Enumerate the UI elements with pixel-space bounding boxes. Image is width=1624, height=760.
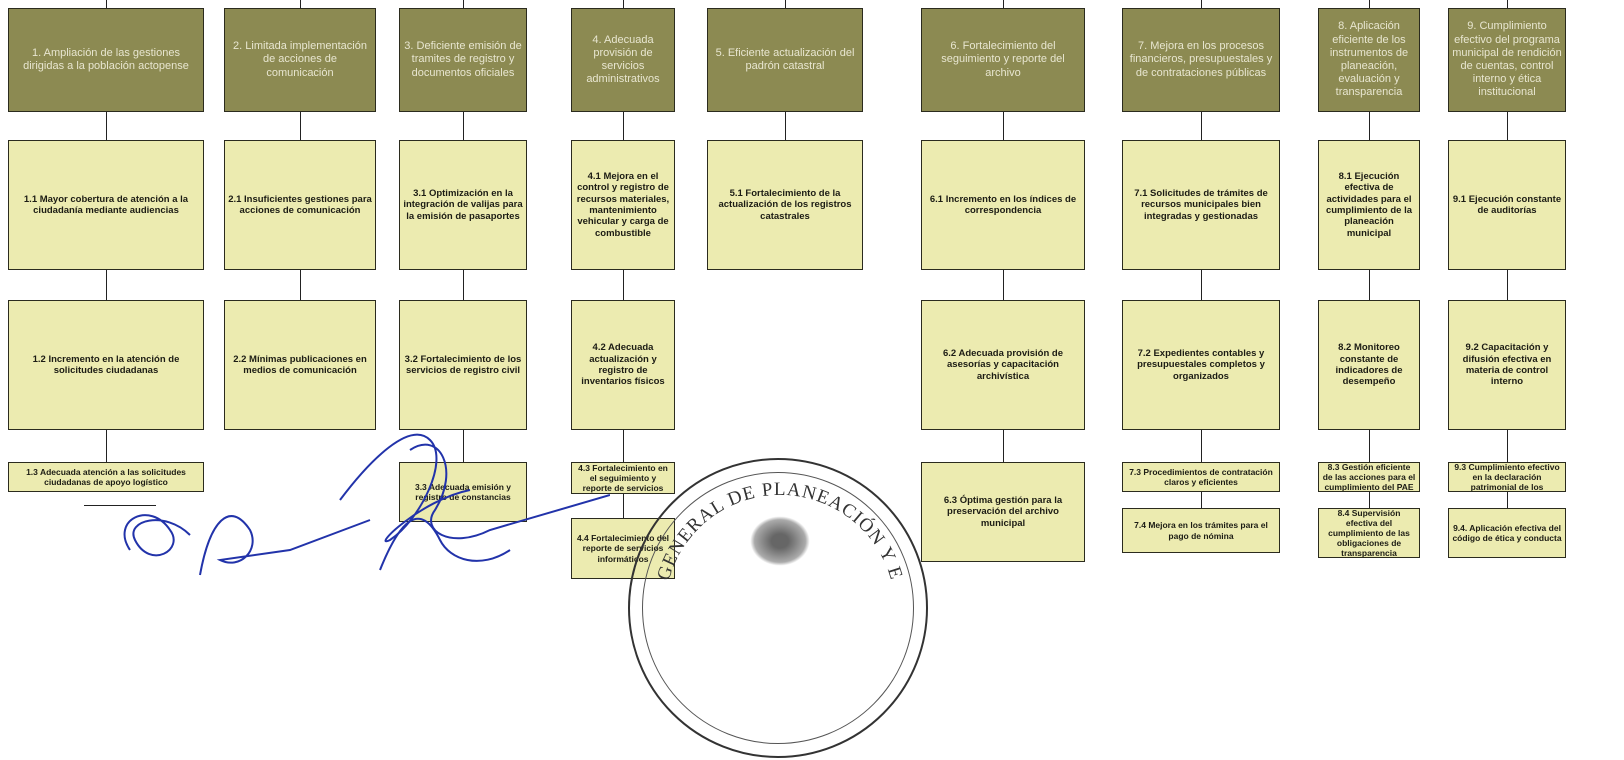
action-box-3-2: 3.2 Fortalecimiento de los servicios de …: [399, 300, 527, 430]
goal-box-5: 5. Eficiente actualización del padrón ca…: [707, 8, 863, 112]
connector-line: [1369, 270, 1370, 300]
goal-box-7: 7. Mejora en los procesos financieros, p…: [1122, 8, 1280, 112]
seal-text-ring: GENERAL DE PLANEACIÓN Y E: [653, 479, 907, 583]
connector-line: [463, 0, 464, 8]
goal-box-1: 1. Ampliación de las gestiones dirigidas…: [8, 8, 204, 112]
connector-line: [785, 0, 786, 8]
connector-line: [1507, 430, 1508, 462]
goal-box-8: 8. Aplicación eficiente de los instrumen…: [1318, 8, 1420, 112]
action-box-8-3: 8.3 Gestión eficiente de las acciones pa…: [1318, 462, 1420, 492]
connector-line: [1507, 270, 1508, 300]
connector-line: [106, 0, 107, 8]
action-box-5-1: 5.1 Fortalecimiento de la actualización …: [707, 140, 863, 270]
action-box-4-2: 4.2 Adecuada actualización y registro de…: [571, 300, 675, 430]
connector-line: [1201, 492, 1202, 508]
connector-line: [1201, 430, 1202, 462]
connector-line: [1369, 112, 1370, 140]
action-box-9-4: 9.4. Aplicación efectiva del código de é…: [1448, 508, 1566, 558]
connector-line: [1507, 0, 1508, 8]
action-box-6-1: 6.1 Incremento en los índices de corresp…: [921, 140, 1085, 270]
connector-line: [463, 270, 464, 300]
connector-line: [300, 0, 301, 8]
connector-line: [1507, 112, 1508, 140]
connector-line: [623, 430, 624, 462]
connector-line: [300, 112, 301, 140]
action-box-9-3: 9.3 Cumplimiento efectivo en la declarac…: [1448, 462, 1566, 492]
action-box-2-1: 2.1 Insuficientes gestiones para accione…: [224, 140, 376, 270]
objective-tree-diagram: 1. Ampliación de las gestiones dirigidas…: [8, 0, 1566, 579]
action-box-9-1: 9.1 Ejecución constante de auditorías: [1448, 140, 1566, 270]
connector-line: [1201, 270, 1202, 300]
seal-text: GENERAL DE PLANEACIÓN Y E: [653, 479, 906, 583]
connector-line: [463, 430, 464, 462]
action-box-8-1: 8.1 Ejecución efectiva de actividades pa…: [1318, 140, 1420, 270]
action-box-2-2: 2.2 Mínimas publicaciones en medios de c…: [224, 300, 376, 430]
connector-line: [300, 270, 301, 300]
action-box-6-2: 6.2 Adecuada provisión de asesorías y ca…: [921, 300, 1085, 430]
connector-line: [1369, 0, 1370, 8]
connector-line: [1003, 270, 1004, 300]
connector-line: [1201, 0, 1202, 8]
connector-line: [106, 112, 107, 140]
connector-line: [623, 494, 624, 518]
action-box-3-1: 3.1 Optimización en la integración de va…: [399, 140, 527, 270]
goal-box-2: 2. Limitada implementación de acciones d…: [224, 8, 376, 112]
action-box-7-1: 7.1 Solicitudes de trámites de recursos …: [1122, 140, 1280, 270]
connector-line: [623, 112, 624, 140]
action-box-9-2: 9.2 Capacitación y difusión efectiva en …: [1448, 300, 1566, 430]
goal-box-6: 6. Fortalecimiento del seguimiento y rep…: [921, 8, 1085, 112]
connector-line: [1369, 492, 1370, 508]
connector-line: [84, 505, 156, 506]
action-box-3-3: 3.3 Adecuada emisión y registro de const…: [399, 462, 527, 522]
action-box-7-2: 7.2 Expedientes contables y presupuestal…: [1122, 300, 1280, 430]
connector-line: [1003, 0, 1004, 8]
goal-box-3: 3. Deficiente emisión de tramites de reg…: [399, 8, 527, 112]
connector-line: [106, 270, 107, 300]
connector-line: [623, 0, 624, 8]
svg-text:GENERAL DE PLANEACIÓN Y E: GENERAL DE PLANEACIÓN Y E: [653, 479, 907, 583]
action-box-6-3: 6.3 Óptima gestión para la preservación …: [921, 462, 1085, 562]
action-box-4-1: 4.1 Mejora en el control y registro de r…: [571, 140, 675, 270]
action-box-1-3: 1.3 Adecuada atención a las solicitudes …: [8, 462, 204, 492]
seal-emblem-icon: [750, 516, 810, 566]
connector-line: [1003, 430, 1004, 462]
connector-line: [463, 112, 464, 140]
goal-box-4: 4. Adecuada provisión de servicios admin…: [571, 8, 675, 112]
action-box-8-4: 8.4 Supervisión efectiva del cumplimient…: [1318, 508, 1420, 558]
connector-line: [106, 430, 107, 462]
connector-line: [1201, 112, 1202, 140]
official-seal: GENERAL DE PLANEACIÓN Y E: [628, 458, 928, 758]
connector-line: [1369, 430, 1370, 462]
action-box-1-1: 1.1 Mayor cobertura de atención a la ciu…: [8, 140, 204, 270]
action-box-1-2: 1.2 Incremento en la atención de solicit…: [8, 300, 204, 430]
connector-line: [785, 112, 786, 140]
action-box-7-3: 7.3 Procedimientos de contratación claro…: [1122, 462, 1280, 492]
action-box-7-4: 7.4 Mejora en los trámites para el pago …: [1122, 508, 1280, 553]
connector-line: [1003, 112, 1004, 140]
goal-box-9: 9. Cumplimiento efectivo del programa mu…: [1448, 8, 1566, 112]
connector-line: [623, 270, 624, 300]
action-box-8-2: 8.2 Monitoreo constante de indicadores d…: [1318, 300, 1420, 430]
connector-line: [1507, 492, 1508, 508]
